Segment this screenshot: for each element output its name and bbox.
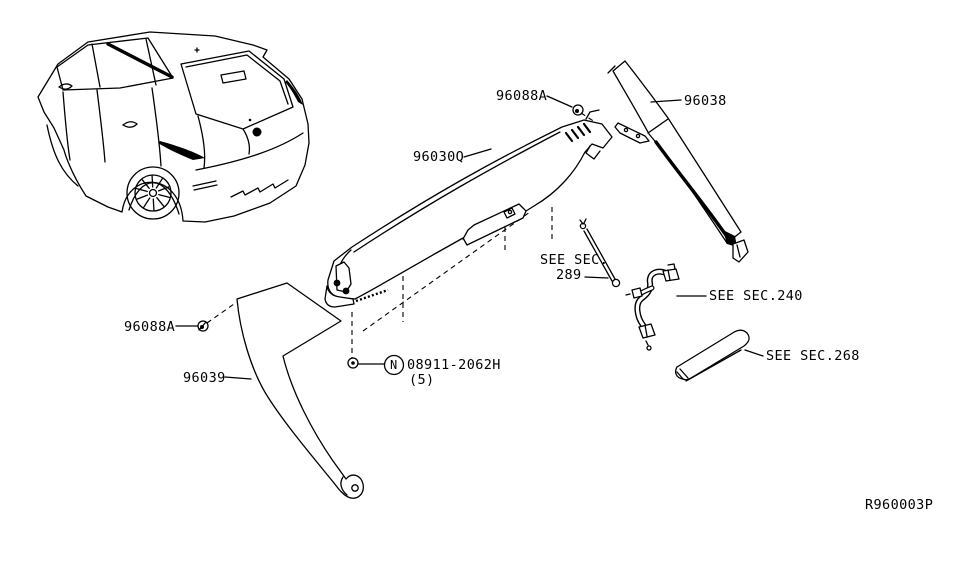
hidden-edge-lines [207,113,595,358]
spoiler-assembly-art [325,110,612,307]
fastener-circle [385,356,404,375]
strip-shadow [656,142,728,238]
taillight-right [285,80,303,105]
roof-edge-shadow [108,44,172,77]
label-fastener-part: 08911-2062H [407,357,501,373]
brand-badge [252,127,262,137]
dash-clip-left [207,304,234,323]
leader-lines [176,96,763,379]
strut-art [580,219,620,287]
rear-wheel [127,167,179,219]
label-clip-top: 96088A [496,88,548,104]
front-wheel-arch [47,125,78,186]
side-spoiler-right-art [608,61,748,262]
label-see-sec-268: SEE SEC.268 [766,348,860,364]
clip-left-art [198,321,208,331]
harness-art [626,264,679,350]
left-flange [325,286,354,307]
mount-flap [615,123,649,143]
door-handle-front [59,84,72,89]
vehicle-illustration [38,32,309,222]
pad-art [676,330,749,381]
label-see-sec-289-line2: 289 [556,267,582,283]
label-see-sec-289-line1: SEE SEC. [540,252,609,268]
label-see-sec-240: SEE SEC.240 [709,288,803,304]
label-clip-left: 96088A [124,319,176,335]
foot-tab [733,240,748,262]
taillight-left [158,141,205,160]
label-side-spoiler-left: 96039 [183,370,226,386]
clip-top-art [573,105,583,115]
fastener-symbol: N [390,358,398,372]
nut-art [348,358,358,368]
side-spoiler-left-art [237,283,363,498]
label-spoiler-assembly: 96030Q [413,149,465,165]
door-handle-rear [123,122,137,127]
label-drawing-code: R960003P [865,497,934,513]
tip-serration [566,124,590,141]
dash-clip-top [581,113,595,122]
flange-serration [356,290,388,301]
label-side-spoiler-right: 96038 [684,93,727,109]
label-fastener-qty: (5) [409,372,435,388]
